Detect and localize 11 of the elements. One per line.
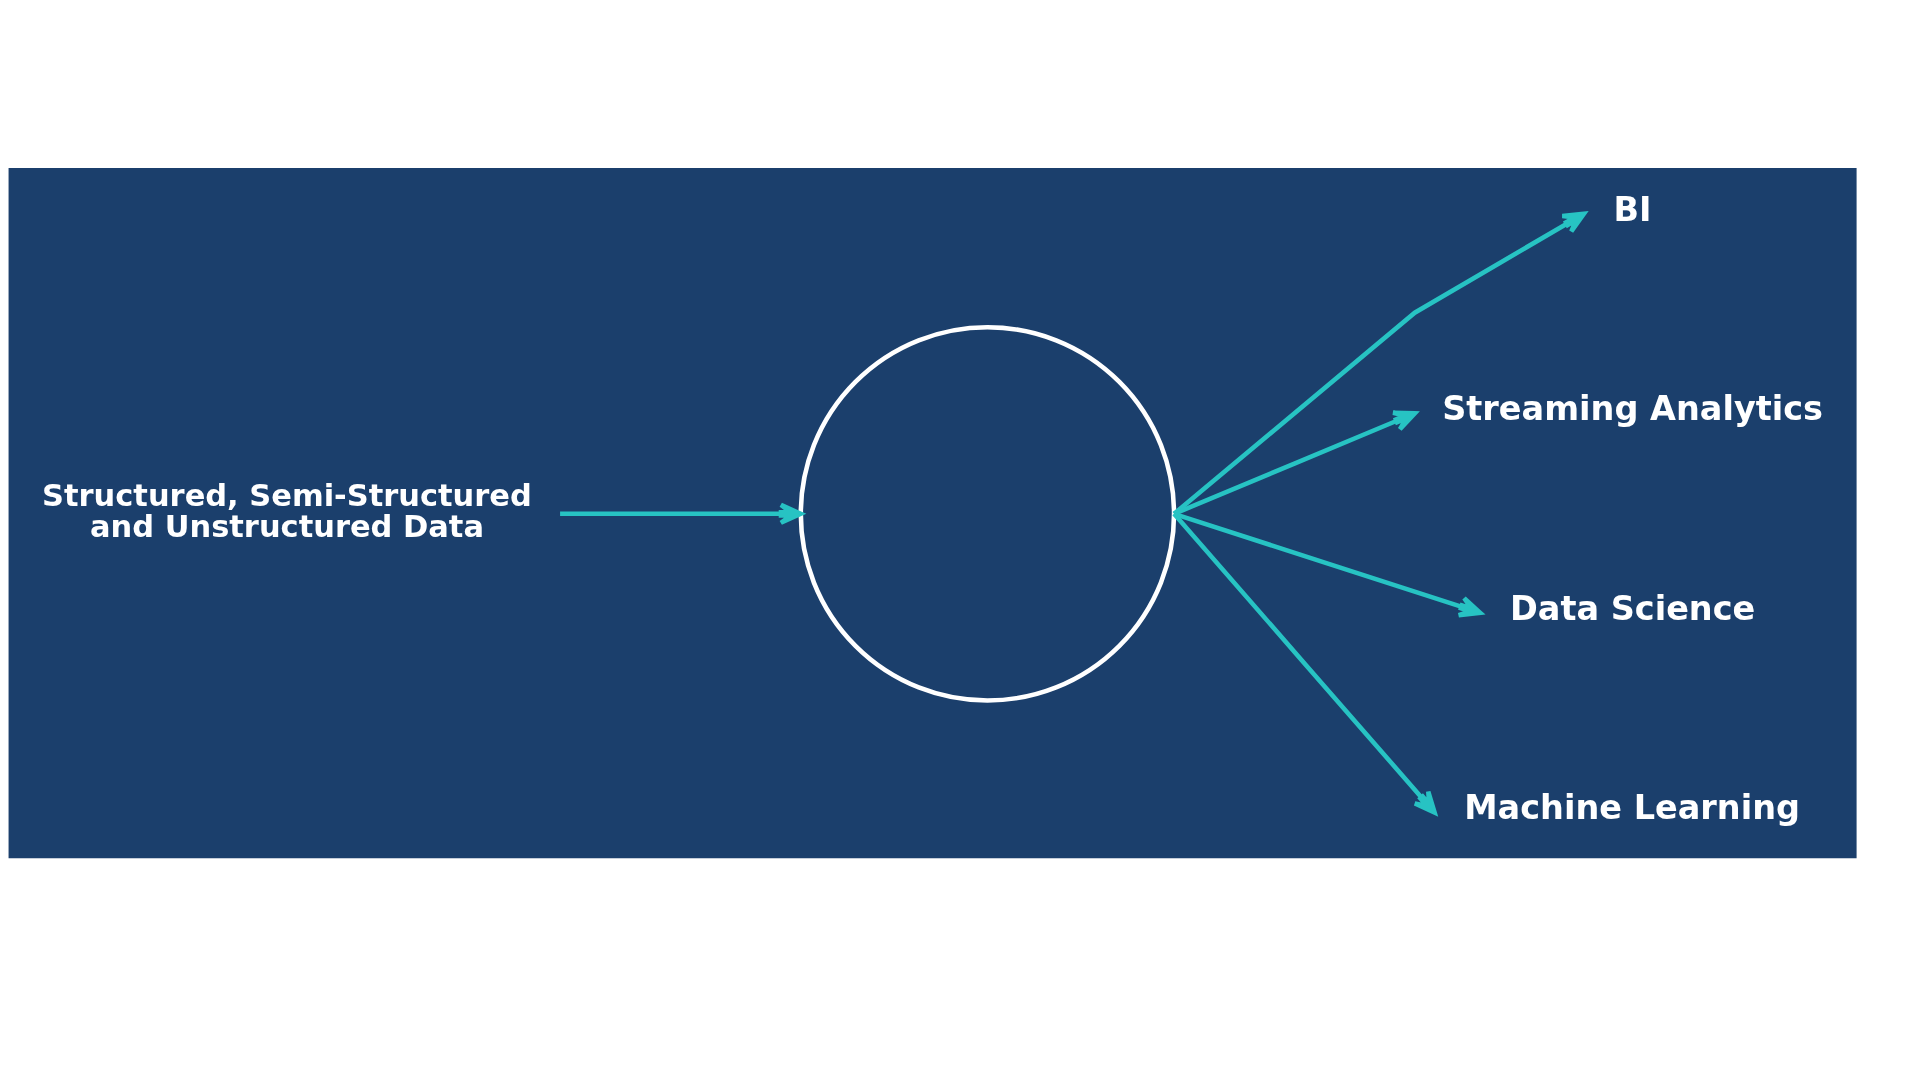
- arrow: [1172, 511, 1437, 815]
- node-text: BI: [1613, 189, 1652, 229]
- arrow: [1173, 511, 1483, 618]
- arrow: [1173, 409, 1418, 516]
- arrow: [560, 502, 804, 525]
- node-text: Machine Learning: [1464, 787, 1801, 827]
- arrow: [1172, 210, 1587, 516]
- node-text: Structured, Semi-Structured and Unstructured Data: [42, 477, 532, 544]
- node-circle: [798, 324, 1177, 703]
- node-text: Streaming Analytics: [1442, 388, 1824, 428]
- node-text: Data Science: [1509, 588, 1756, 628]
